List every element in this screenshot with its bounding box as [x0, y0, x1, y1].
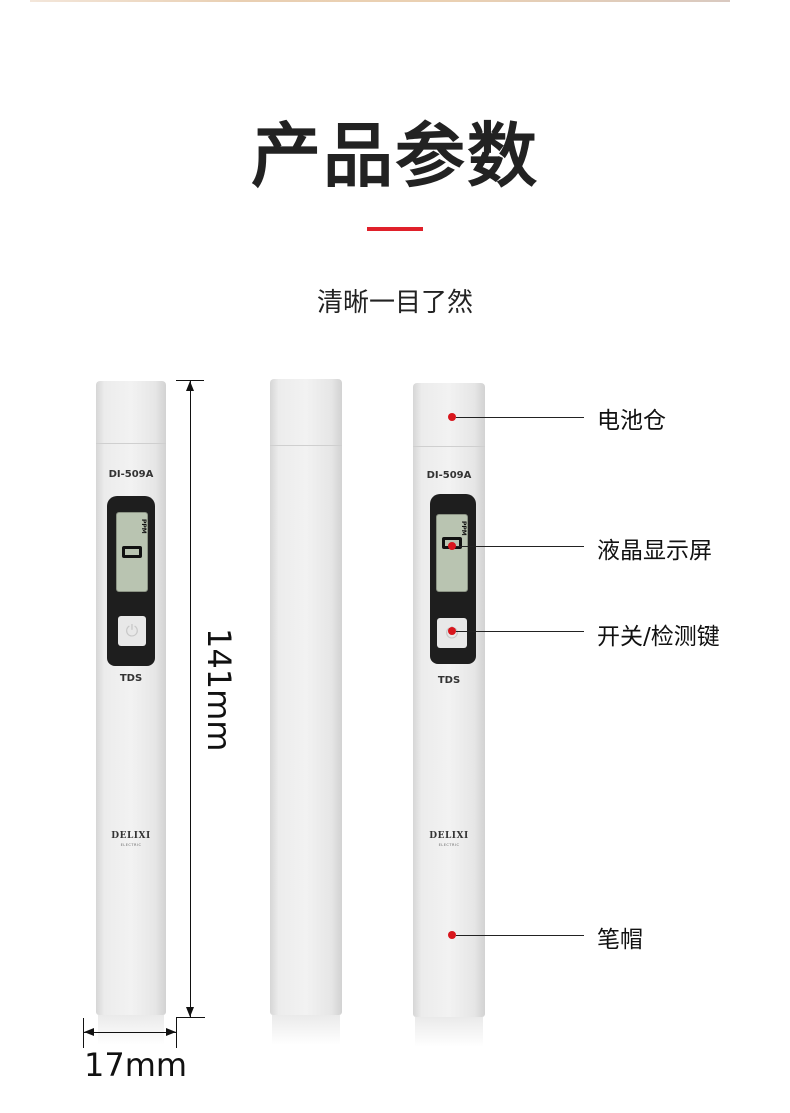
dim-height-line [190, 381, 191, 1017]
arrow-left-icon [84, 1028, 94, 1036]
dim-width-line [84, 1032, 176, 1033]
title-accent-bar [367, 227, 423, 231]
callout-dot-button [448, 627, 456, 635]
tds-label: TDS [119, 673, 143, 684]
control-panel: PPM ⏻ [430, 494, 476, 664]
dim-width-right-tick [176, 1017, 177, 1048]
brand-logo: DELIXI [429, 831, 469, 841]
tds-label: TDS [437, 675, 461, 686]
pen-reflection [272, 1015, 340, 1045]
callout-line-cap [456, 935, 584, 936]
callout-dot-cap [448, 931, 456, 939]
callout-dot-battery [448, 413, 456, 421]
lcd-screen: PPM [116, 512, 148, 592]
callout-line-battery [456, 417, 584, 418]
model-label: DI-509A [108, 469, 154, 480]
dim-height-bottom-tick [177, 1017, 205, 1018]
dim-height-top-tick [176, 380, 204, 381]
callout-line-button [456, 631, 584, 632]
model-label: DI-509A [426, 470, 472, 481]
dim-width-left-tick [83, 1018, 84, 1048]
callout-label-lcd: 液晶显示屏 [597, 538, 712, 564]
pen-reflection [415, 1017, 483, 1047]
page-title: 产品参数 [251, 115, 539, 197]
pen-front-view: DI-509A PPM ⏻ TDS DELIXI ELECTRIC [96, 381, 166, 1015]
brand-logo: DELIXI [111, 831, 151, 841]
battery-cap-seam [413, 446, 485, 447]
callout-line-lcd [456, 546, 584, 547]
dim-height-label: 141mm [200, 628, 238, 752]
callout-label-button: 开关/检测键 [597, 624, 720, 650]
top-decorative-strip [30, 0, 730, 2]
brand-sub-logo: ELECTRIC [438, 843, 460, 847]
brand-sub-logo: ELECTRIC [120, 843, 142, 847]
callout-label-cap: 笔帽 [597, 927, 643, 953]
lcd-unit: PPM [140, 519, 147, 534]
power-button[interactable]: ⏻ [118, 616, 146, 646]
pen-annotated-view: DI-509A PPM ⏻ TDS DELIXI ELECTRIC [413, 383, 485, 1017]
arrow-up-icon [186, 381, 194, 391]
pen-side-view [270, 379, 342, 1015]
battery-cap-seam [96, 443, 166, 444]
arrow-right-icon [166, 1028, 176, 1036]
lcd-unit: PPM [460, 521, 467, 536]
power-icon: ⏻ [125, 621, 139, 640]
arrow-down-icon [186, 1007, 194, 1017]
pen-reflection [98, 1015, 164, 1045]
lcd-digit [122, 546, 142, 558]
callout-label-battery: 电池仓 [597, 408, 666, 434]
battery-cap-seam [270, 445, 342, 446]
lcd-screen: PPM [436, 514, 468, 592]
dim-width-label: 17mm [84, 1046, 188, 1084]
callout-dot-lcd [448, 542, 456, 550]
control-panel: PPM ⏻ [107, 496, 155, 666]
page-subtitle: 清晰一目了然 [316, 288, 473, 318]
